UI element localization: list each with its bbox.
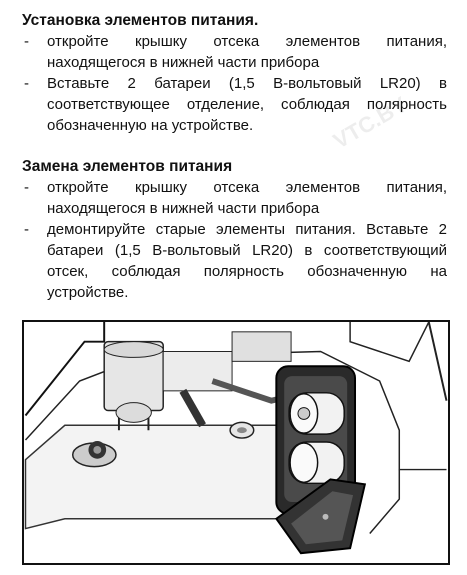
battery-compartment-illustration (22, 320, 450, 565)
bullet-list: -откройте крышку отсека элементов питани… (22, 31, 447, 136)
bullet-list: -откройте крышку отсека элементов питани… (22, 177, 447, 303)
list-item: -откройте крышку отсека элементов питани… (24, 33, 447, 71)
list-item: -демонтируйте старые элементы питания. В… (24, 221, 447, 301)
document-body: Установка элементов питания. -откройте к… (22, 10, 447, 303)
section-title: Установка элементов питания. (22, 12, 259, 29)
list-item: -Вставьте 2 батареи (1,5 В-вольтовый LR2… (24, 75, 447, 134)
section-title: Замена элементов питания (22, 158, 233, 175)
device-drawing (24, 322, 448, 555)
list-item: -откройте крышку отсека элементов питани… (24, 179, 447, 217)
section-install-batteries: Установка элементов питания. -откройте к… (22, 10, 447, 136)
battery-lower (288, 441, 345, 485)
section-replace-batteries: Замена элементов питания -откройте крышк… (22, 156, 447, 303)
battery-upper (288, 392, 345, 435)
